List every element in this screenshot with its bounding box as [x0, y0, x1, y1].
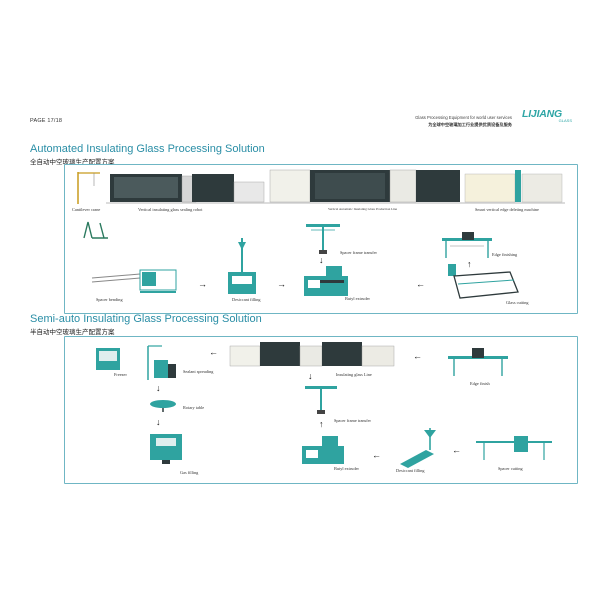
label-desiccant-filling-semi: Desiccant filling	[396, 468, 425, 473]
automated-title-cn: 全自动中空玻璃生产配置方案	[30, 159, 115, 166]
label-sealant-spreading: Sealant spreading	[183, 369, 214, 374]
edge-finishing-icon	[442, 232, 492, 258]
arrow-right-1: →	[198, 279, 207, 289]
tagline: Glass Processing Equipment for world use…	[415, 115, 512, 128]
label-desiccant-filling: Desiccant filling	[232, 297, 261, 302]
insulating-glass-line-drawing	[229, 342, 395, 367]
spacer-cutting-icon	[476, 436, 552, 460]
butyl-extruder-icon	[304, 266, 348, 296]
arrow-down-3: ↓	[308, 371, 313, 381]
label-edge-deleting: Smart vertical edge deleting machine	[475, 207, 539, 212]
arrow-left-1: ←	[416, 279, 425, 289]
desiccant-filling-semi-icon	[400, 428, 436, 468]
label-cantilever-crane: Cantilever crane	[72, 207, 101, 212]
page-number: PAGE 17/18	[30, 118, 63, 124]
gas-filling-icon	[150, 434, 182, 464]
tagline-en: Glass Processing Equipment for world use…	[415, 115, 512, 120]
freezer-icon	[96, 348, 120, 370]
label-freezer: Freezer	[114, 372, 127, 377]
sealant-spreading-icon	[147, 345, 176, 380]
logo-text: LIJIANG	[522, 108, 563, 120]
label-production-line: Vertical Automatic Insulating Glass Prod…	[328, 207, 398, 211]
arrow-down-1: ↓	[156, 383, 161, 393]
automated-title: Automated Insulating Glass Processing So…	[30, 143, 265, 155]
label-spacer-bending: Spacer bending	[96, 297, 123, 302]
spacer-frame-transfer-icon	[306, 224, 340, 254]
arrow-up-semi: ↑	[319, 419, 324, 429]
arrow-left-4: ←	[372, 450, 381, 460]
label-butyl-extruder-semi: Butyl extruder	[334, 466, 359, 471]
company-logo: LIJIANG GLASS	[522, 108, 572, 130]
arrow-left-5: ←	[452, 445, 461, 455]
label-gas-filling: Gas filling	[180, 470, 199, 475]
arrow-up-auto: ↑	[467, 259, 472, 269]
automated-line-drawing	[77, 169, 565, 204]
arrow-down-auto: ↓	[319, 255, 324, 265]
label-spacer-cutting: Spacer cutting	[498, 466, 523, 471]
label-rotary-table: Rotary table	[183, 405, 205, 410]
spacer-bending-icon	[91, 269, 177, 293]
label-edge-finish: Edge finish	[470, 381, 490, 386]
label-edge-finishing: Edge finishing	[492, 252, 518, 257]
label-insulating-glass-line: Insulating glass Line	[336, 372, 372, 377]
label-sealing-robot: Vertical insulating glass sealing robot	[138, 207, 203, 212]
label-glass-cutting: Glass cutting	[506, 300, 529, 305]
edge-finish-icon	[448, 348, 508, 376]
label-spacer-frame-transfer-semi: Spacer frame transfer	[334, 418, 371, 423]
desiccant-filling-icon	[228, 238, 256, 294]
butyl-extruder-semi-icon	[302, 436, 344, 464]
label-spacer-frame-transfer: Spacer frame transfer	[340, 250, 377, 255]
rotary-table-icon	[150, 400, 176, 412]
arrow-left-2: ←	[209, 347, 218, 357]
glass-cart-icon	[83, 221, 108, 239]
semiauto-frame	[64, 336, 578, 484]
automated-frame	[64, 164, 578, 314]
spacer-frame-transfer-semi-icon	[305, 386, 337, 414]
semiauto-title-cn: 半自动中空玻璃生产配置方案	[30, 329, 115, 336]
label-butyl-extruder: Butyl extruder	[345, 296, 370, 301]
glass-cutting-icon	[448, 264, 519, 299]
arrow-down-2: ↓	[156, 417, 161, 427]
semiauto-title: Semi-auto Insulating Glass Processing So…	[30, 313, 262, 325]
arrow-right-2: →	[277, 279, 286, 289]
logo-sub: GLASS	[558, 118, 572, 123]
tagline-cn: 为全球中空玻璃加工行业提供优质设备及服务	[428, 121, 512, 127]
arrow-left-3: ←	[413, 351, 422, 361]
